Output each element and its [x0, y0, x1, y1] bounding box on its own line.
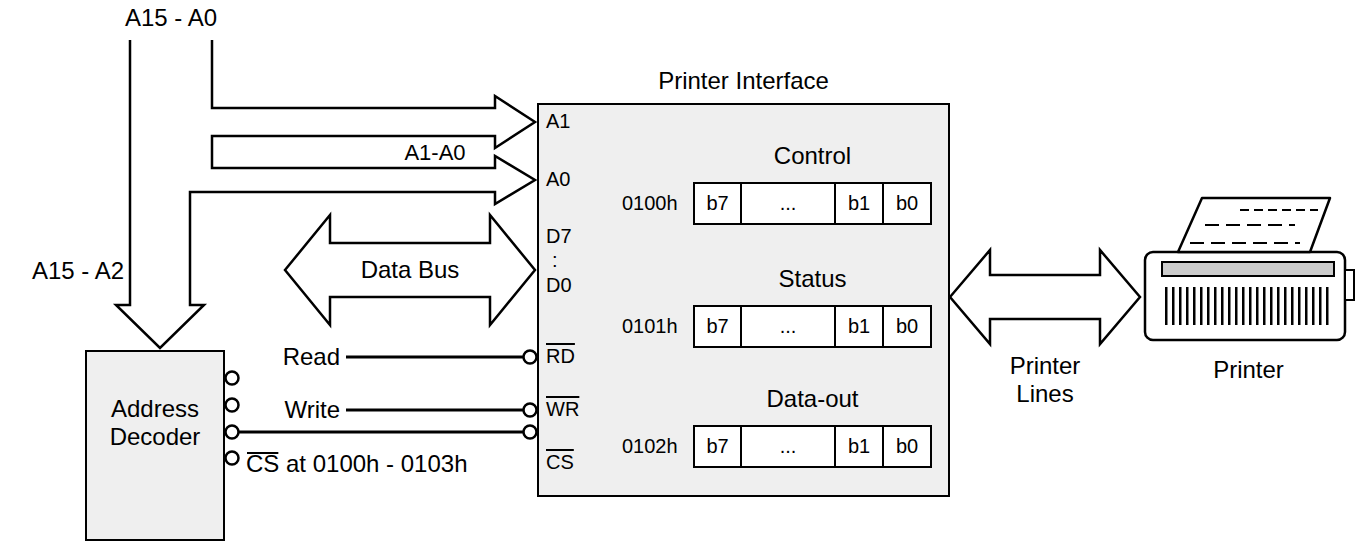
inversion-bubble	[524, 404, 537, 417]
printer-slot	[1162, 262, 1334, 276]
decoder-box: Address Decoder	[85, 350, 225, 541]
register-name: Status	[693, 265, 932, 293]
write-wire	[346, 409, 523, 412]
bus-label: A1-A0	[390, 140, 480, 165]
register-bit-cell: b0	[882, 182, 932, 225]
signal-label: Write	[284, 396, 340, 424]
register-bit-cell: b7	[693, 182, 742, 225]
block-label: Address Decoder	[91, 395, 219, 450]
read-wire	[346, 356, 523, 359]
bit-label: ...	[780, 315, 797, 338]
bit-label: b0	[896, 315, 918, 338]
bit-label: b0	[896, 435, 918, 458]
bit-label: ...	[780, 435, 797, 458]
register-bit-cell: b0	[882, 425, 932, 468]
printer-lines-arrow	[950, 250, 1140, 344]
register-row: Control 0100h b7... b1 b0	[622, 140, 938, 225]
pin-label: A1	[546, 110, 570, 133]
pin-label: CS	[546, 451, 574, 474]
pin-label: D7	[546, 225, 572, 248]
device-label: Printer	[1140, 356, 1357, 384]
panel-title: Printer Interface	[539, 67, 948, 95]
inversion-bubble	[226, 452, 239, 465]
register-bit-cell: ...	[740, 182, 836, 225]
bit-label: b1	[848, 315, 870, 338]
register-name: Data-out	[693, 385, 932, 413]
register-bit-cell: ...	[740, 305, 836, 348]
bus-label: A15 - A2	[32, 257, 124, 285]
register-address: 0100h	[622, 182, 678, 225]
pin-label: WR	[546, 398, 579, 421]
bit-label: b7	[706, 192, 728, 215]
address-bus	[116, 40, 535, 348]
bit-label: b1	[848, 192, 870, 215]
register-bit-cell: b1	[834, 182, 884, 225]
register-row: Data-out 0102h b7... b1 b0	[622, 383, 938, 468]
bit-label: b0	[896, 192, 918, 215]
pin-label: RD	[546, 345, 575, 368]
inversion-bubble	[524, 426, 537, 439]
address-range-note: CS at 0100h - 0103h	[246, 450, 468, 478]
bus-label: A15 - A0	[111, 4, 231, 32]
bus-arrow-outline	[950, 250, 1140, 344]
register-address: 0101h	[622, 305, 678, 348]
inversion-bubble	[524, 351, 537, 364]
bit-label: b7	[706, 315, 728, 338]
register-address: 0102h	[622, 425, 678, 468]
register-row: Status 0101h b7... b1 b0	[622, 263, 938, 348]
register-bit-cell: b1	[834, 425, 884, 468]
register-bit-cell: ...	[740, 425, 836, 468]
bit-label: ...	[780, 192, 797, 215]
paper-print-line	[1240, 209, 1318, 211]
inversion-bubble	[226, 399, 239, 412]
chip-select-wire	[225, 432, 537, 433]
connector-label: Printer Lines	[985, 352, 1105, 407]
bit-label: b7	[706, 435, 728, 458]
bit-label: b1	[848, 435, 870, 458]
printer-illustration	[1145, 198, 1354, 340]
wire-line	[225, 431, 537, 434]
register-bit-cell: b0	[882, 305, 932, 348]
printer-paper	[1178, 198, 1330, 252]
printer-grille	[1163, 287, 1333, 325]
inversion-bubble	[226, 372, 239, 385]
pin-label: :	[552, 249, 558, 272]
register-name: Control	[693, 142, 932, 170]
data-bus-arrow	[285, 215, 535, 325]
paper-print-line	[1205, 224, 1295, 226]
paper-print-line	[1190, 242, 1300, 244]
register-bit-cell: b7	[693, 425, 742, 468]
pin-label: A0	[546, 168, 570, 191]
bus-label: Data Bus	[330, 256, 490, 284]
register-bit-cell: b1	[834, 305, 884, 348]
register-bit-cell: b7	[693, 305, 742, 348]
printer-body	[1145, 252, 1345, 340]
printer-knob	[1345, 270, 1354, 300]
inversion-bubble	[226, 426, 239, 439]
pin-label: D0	[546, 274, 572, 297]
printer-node: Printer	[1140, 190, 1357, 390]
signal-label: Read	[283, 343, 340, 371]
interface-box: Printer InterfaceControl0100hb7...b1b0St…	[537, 103, 950, 497]
